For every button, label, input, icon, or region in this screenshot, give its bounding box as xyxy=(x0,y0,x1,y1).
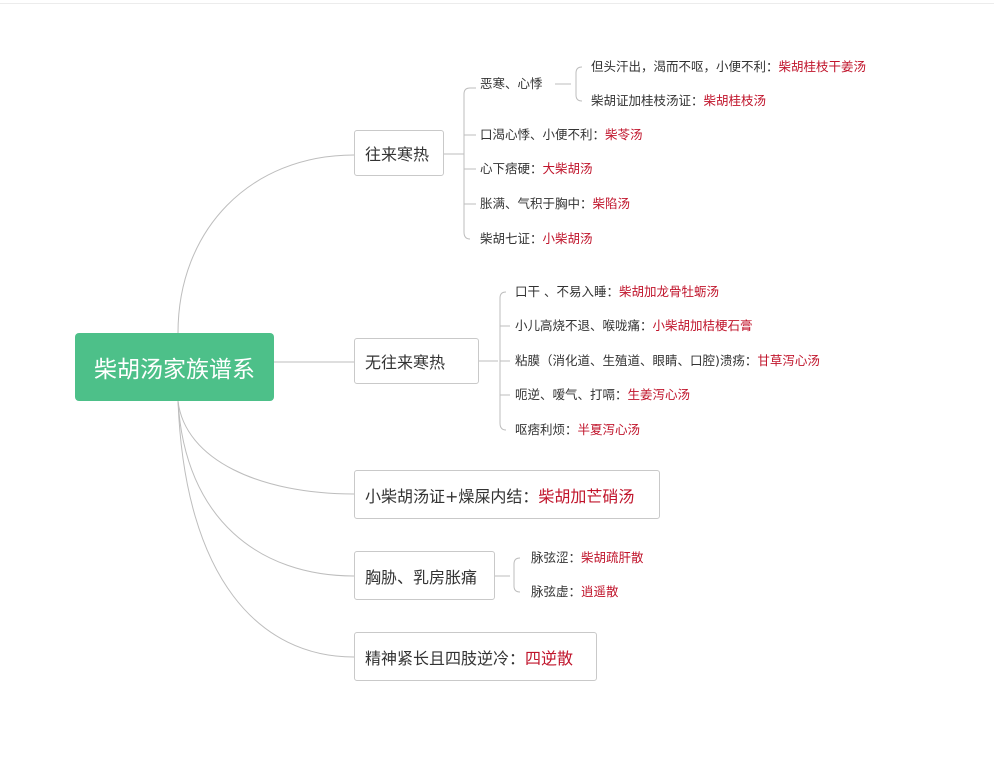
leaf-prescription: 柴陷汤 xyxy=(592,196,631,211)
root-label: 柴胡汤家族谱系 xyxy=(94,357,255,383)
link-root-branch-1 xyxy=(177,154,355,334)
branch-label: 胸胁、乳房胀痛 xyxy=(365,567,478,587)
leaf-text: 呕痞利烦： xyxy=(515,422,578,437)
leaf-prescription: 小柴胡加桔梗石膏 xyxy=(652,318,753,333)
branch-prescription: 四逆散 xyxy=(525,648,574,668)
leaf-node[interactable]: 柴胡证加桂枝汤证：柴胡桂枝汤 xyxy=(591,93,766,109)
link-root-branch-3 xyxy=(177,400,355,495)
leaf-node[interactable]: 粘膜（消化道、生殖道、眼睛、口腔)溃疡：甘草泻心汤 xyxy=(515,353,820,369)
link-b4-bracket xyxy=(513,557,521,593)
leaf-text: 呃逆、嗳气、打嗝： xyxy=(515,387,628,402)
link-root-branch-5 xyxy=(177,400,355,658)
branch-node-2[interactable]: 无往来寒热 xyxy=(354,338,479,384)
leaf-text: 小儿高烧不退、喉咙痛： xyxy=(515,318,653,333)
leaf-node[interactable]: 脉弦涩：柴胡疏肝散 xyxy=(531,550,644,566)
leaf-prescription: 生姜泻心汤 xyxy=(627,387,691,402)
leaf-prescription: 逍遥散 xyxy=(581,584,619,599)
leaf-prescription: 柴胡疏肝散 xyxy=(581,550,644,565)
leaf-node[interactable]: 心下痞硬：大柴胡汤 xyxy=(480,161,593,177)
root-node[interactable]: 柴胡汤家族谱系 xyxy=(75,333,274,401)
leaf-node[interactable]: 口渴心悸、小便不利：柴苓汤 xyxy=(480,127,643,143)
sub-node[interactable]: 恶寒、心悸 xyxy=(480,76,543,92)
branch-label: 精神紧长且四肢逆冷： xyxy=(365,648,526,668)
leaf-text: 柴胡七证： xyxy=(480,231,543,246)
leaf-text: 心下痞硬： xyxy=(480,161,543,176)
branch-node-3[interactable]: 小柴胡汤证+燥屎内结：柴胡加芒硝汤 xyxy=(354,470,660,519)
leaf-text: 脉弦虚： xyxy=(531,584,582,599)
leaf-text: 但头汗出，渴而不呕，小便不利： xyxy=(591,59,779,74)
leaf-text: 粘膜（消化道、生殖道、眼睛、口腔)溃疡： xyxy=(515,353,758,368)
leaf-prescription: 柴苓汤 xyxy=(605,127,643,142)
leaf-text: 脉弦涩： xyxy=(531,550,582,565)
sub-label: 恶寒、心悸 xyxy=(480,76,543,91)
leaf-node[interactable]: 小儿高烧不退、喉咙痛：小柴胡加桔梗石膏 xyxy=(515,318,753,334)
leaf-prescription: 小柴胡汤 xyxy=(542,231,593,246)
leaf-node[interactable]: 呕痞利烦：半夏泻心汤 xyxy=(515,422,640,438)
leaf-prescription: 柴胡桂枝干姜汤 xyxy=(778,59,867,74)
leaf-prescription: 半夏泻心汤 xyxy=(577,422,641,437)
branch-label: 往来寒热 xyxy=(365,145,430,164)
leaf-node[interactable]: 柴胡七证：小柴胡汤 xyxy=(480,231,593,247)
branch-label: 无往来寒热 xyxy=(365,353,446,372)
leaf-text: 口渴心悸、小便不利： xyxy=(480,127,606,142)
top-divider xyxy=(0,3,994,4)
branch-label: 小柴胡汤证+燥屎内结： xyxy=(365,486,539,506)
leaf-text: 口干 、不易入睡： xyxy=(515,284,619,299)
leaf-node[interactable]: 但头汗出，渴而不呕，小便不利：柴胡桂枝干姜汤 xyxy=(591,59,866,75)
leaf-node[interactable]: 胀满、气积于胸中：柴陷汤 xyxy=(480,196,630,212)
leaf-text: 胀满、气积于胸中： xyxy=(480,196,593,211)
leaf-node[interactable]: 口干 、不易入睡：柴胡加龙骨牡蛎汤 xyxy=(515,284,719,300)
leaf-prescription: 柴胡桂枝汤 xyxy=(703,93,767,108)
link-b1-bracket xyxy=(463,87,471,240)
link-sub-bracket xyxy=(575,66,583,102)
leaf-text: 柴胡证加桂枝汤证： xyxy=(591,93,704,108)
leaf-node[interactable]: 脉弦虚：逍遥散 xyxy=(531,584,619,600)
branch-node-1[interactable]: 往来寒热 xyxy=(354,130,444,176)
branch-node-5[interactable]: 精神紧长且四肢逆冷：四逆散 xyxy=(354,632,597,681)
link-root-branch-4 xyxy=(177,400,355,577)
leaf-prescription: 大柴胡汤 xyxy=(542,161,593,176)
leaf-node[interactable]: 呃逆、嗳气、打嗝：生姜泻心汤 xyxy=(515,387,690,403)
branch-node-4[interactable]: 胸胁、乳房胀痛 xyxy=(354,551,495,600)
leaf-prescription: 甘草泻心汤 xyxy=(757,353,820,368)
branch-prescription: 柴胡加芒硝汤 xyxy=(538,486,635,506)
leaf-prescription: 柴胡加龙骨牡蛎汤 xyxy=(618,284,719,299)
